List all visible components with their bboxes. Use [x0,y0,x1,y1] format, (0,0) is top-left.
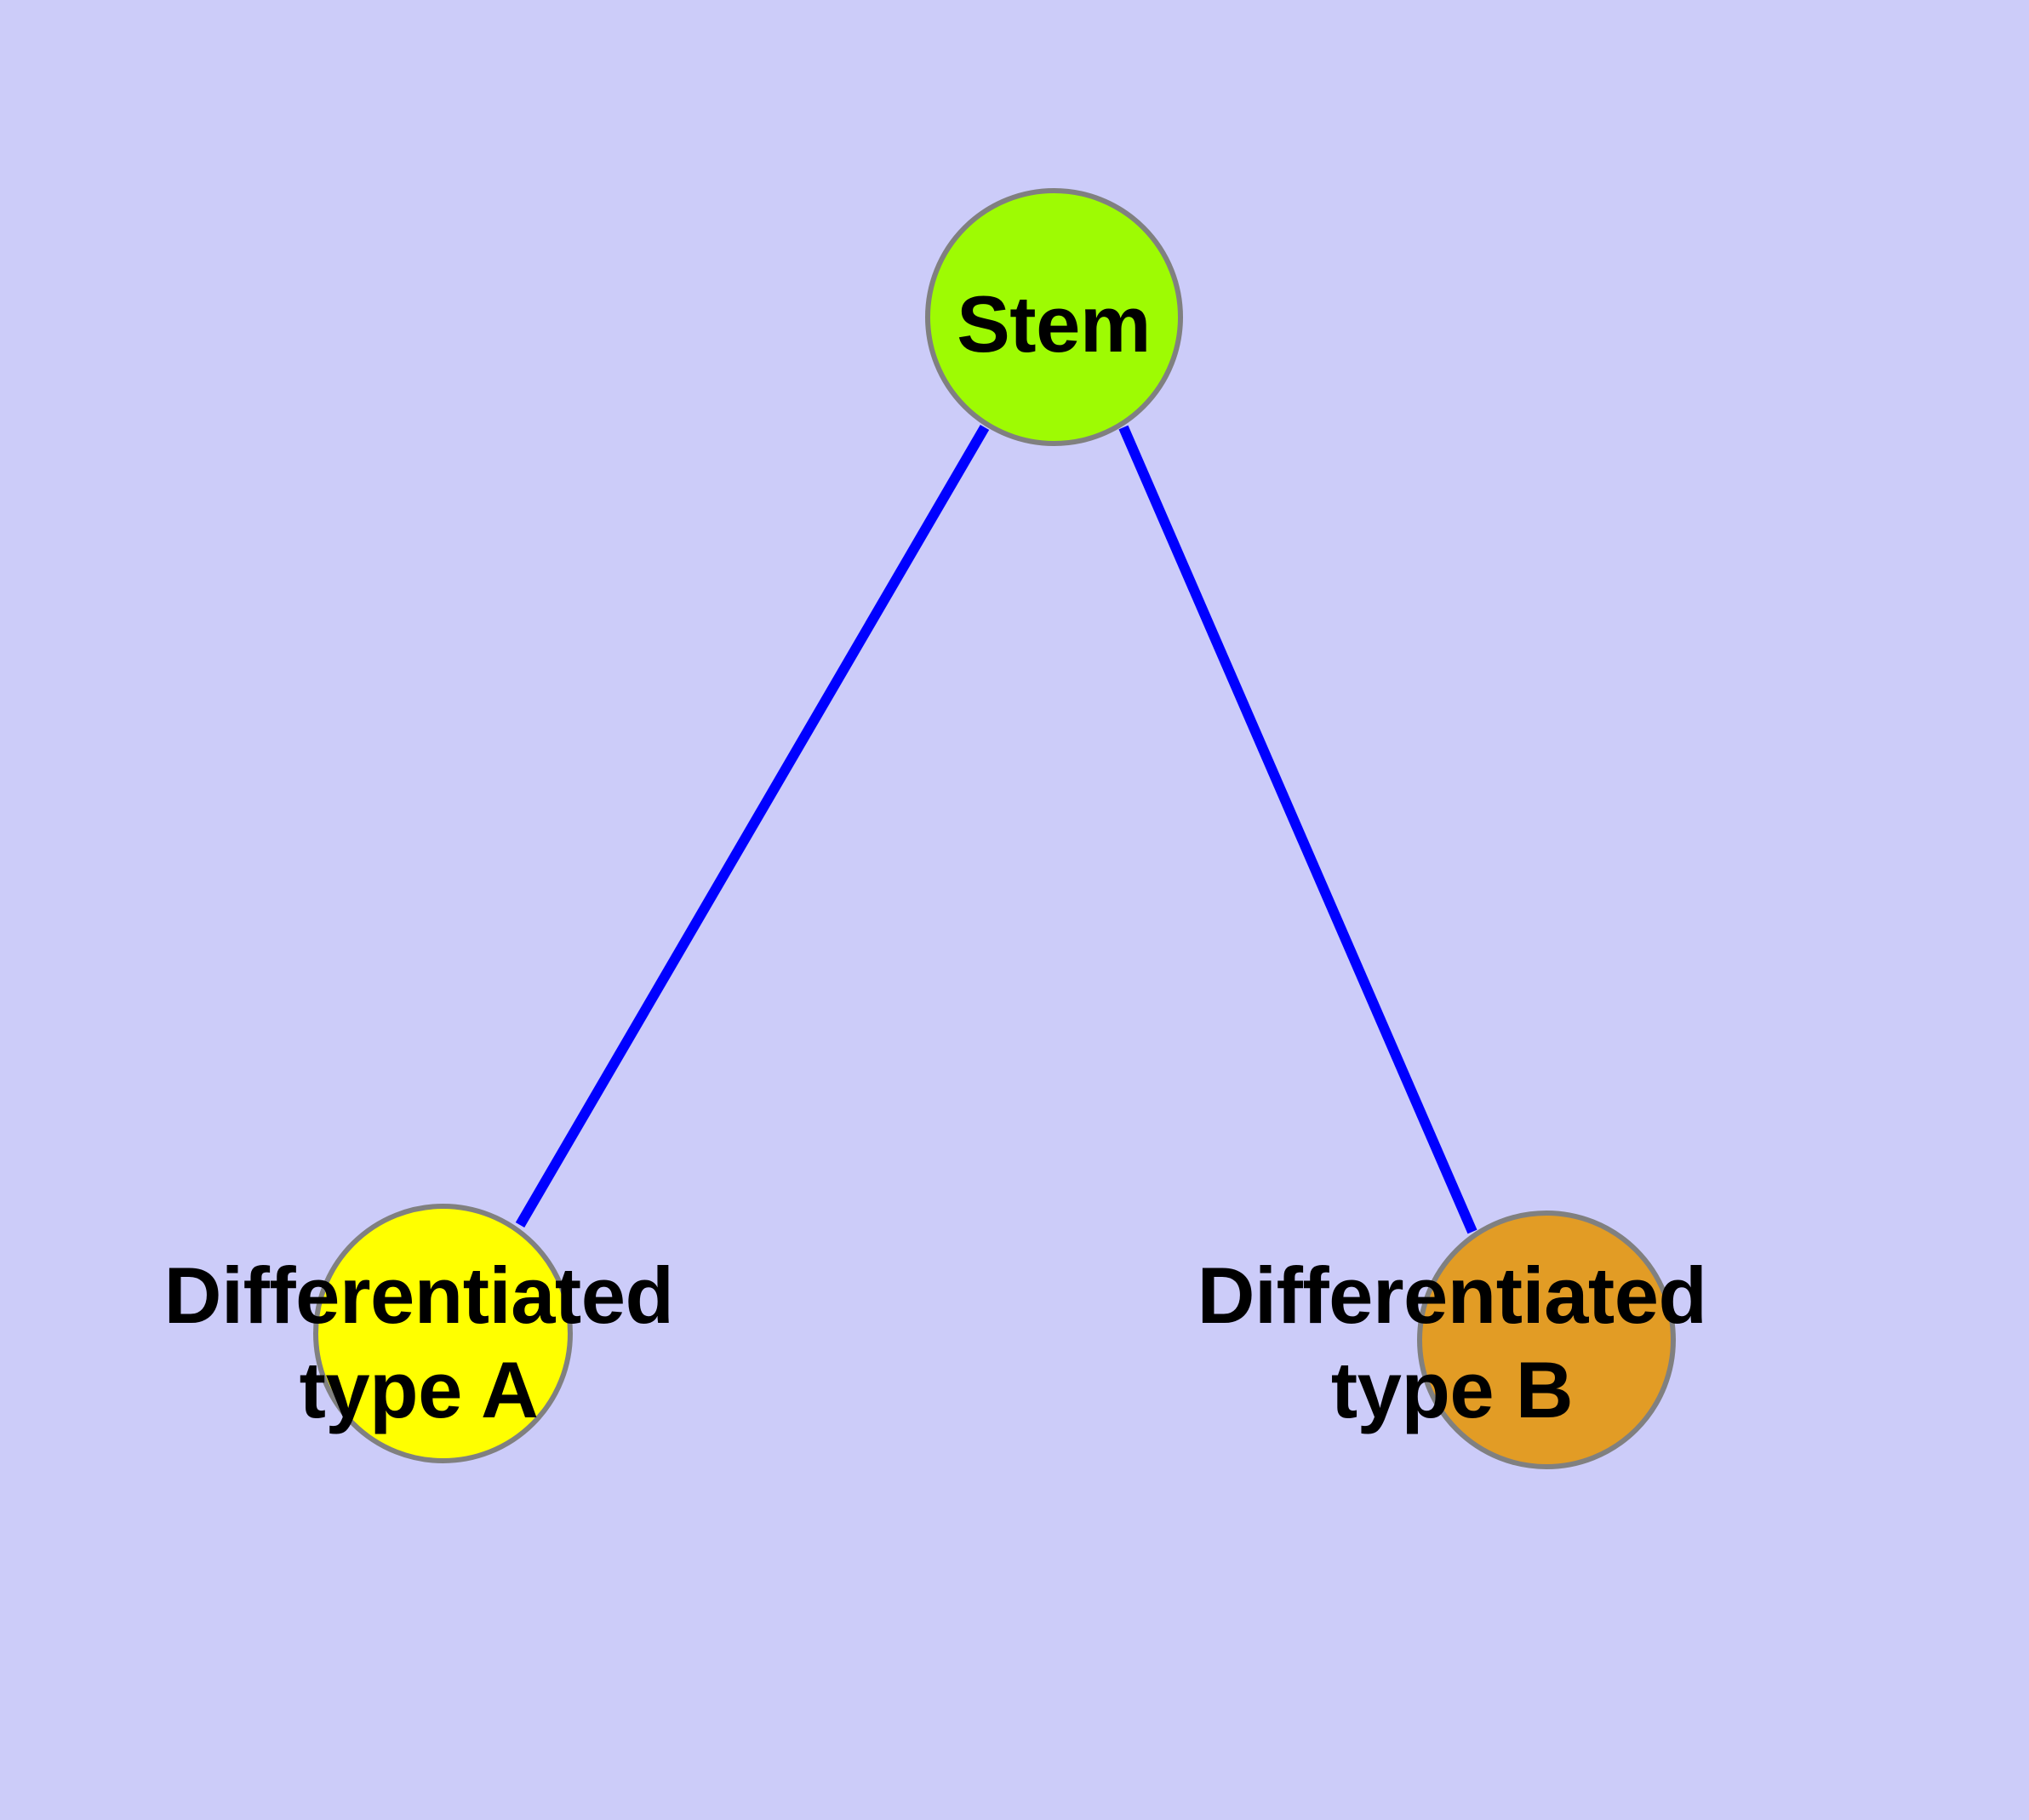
node-differentiated-type-a[interactable] [313,1204,573,1463]
edge-stem-to-differentiated-type-b [1118,425,1477,1234]
node-stem[interactable] [925,188,1183,446]
node-differentiated-type-b[interactable] [1417,1210,1676,1469]
edge-stem-to-differentiated-type-a [515,424,990,1228]
